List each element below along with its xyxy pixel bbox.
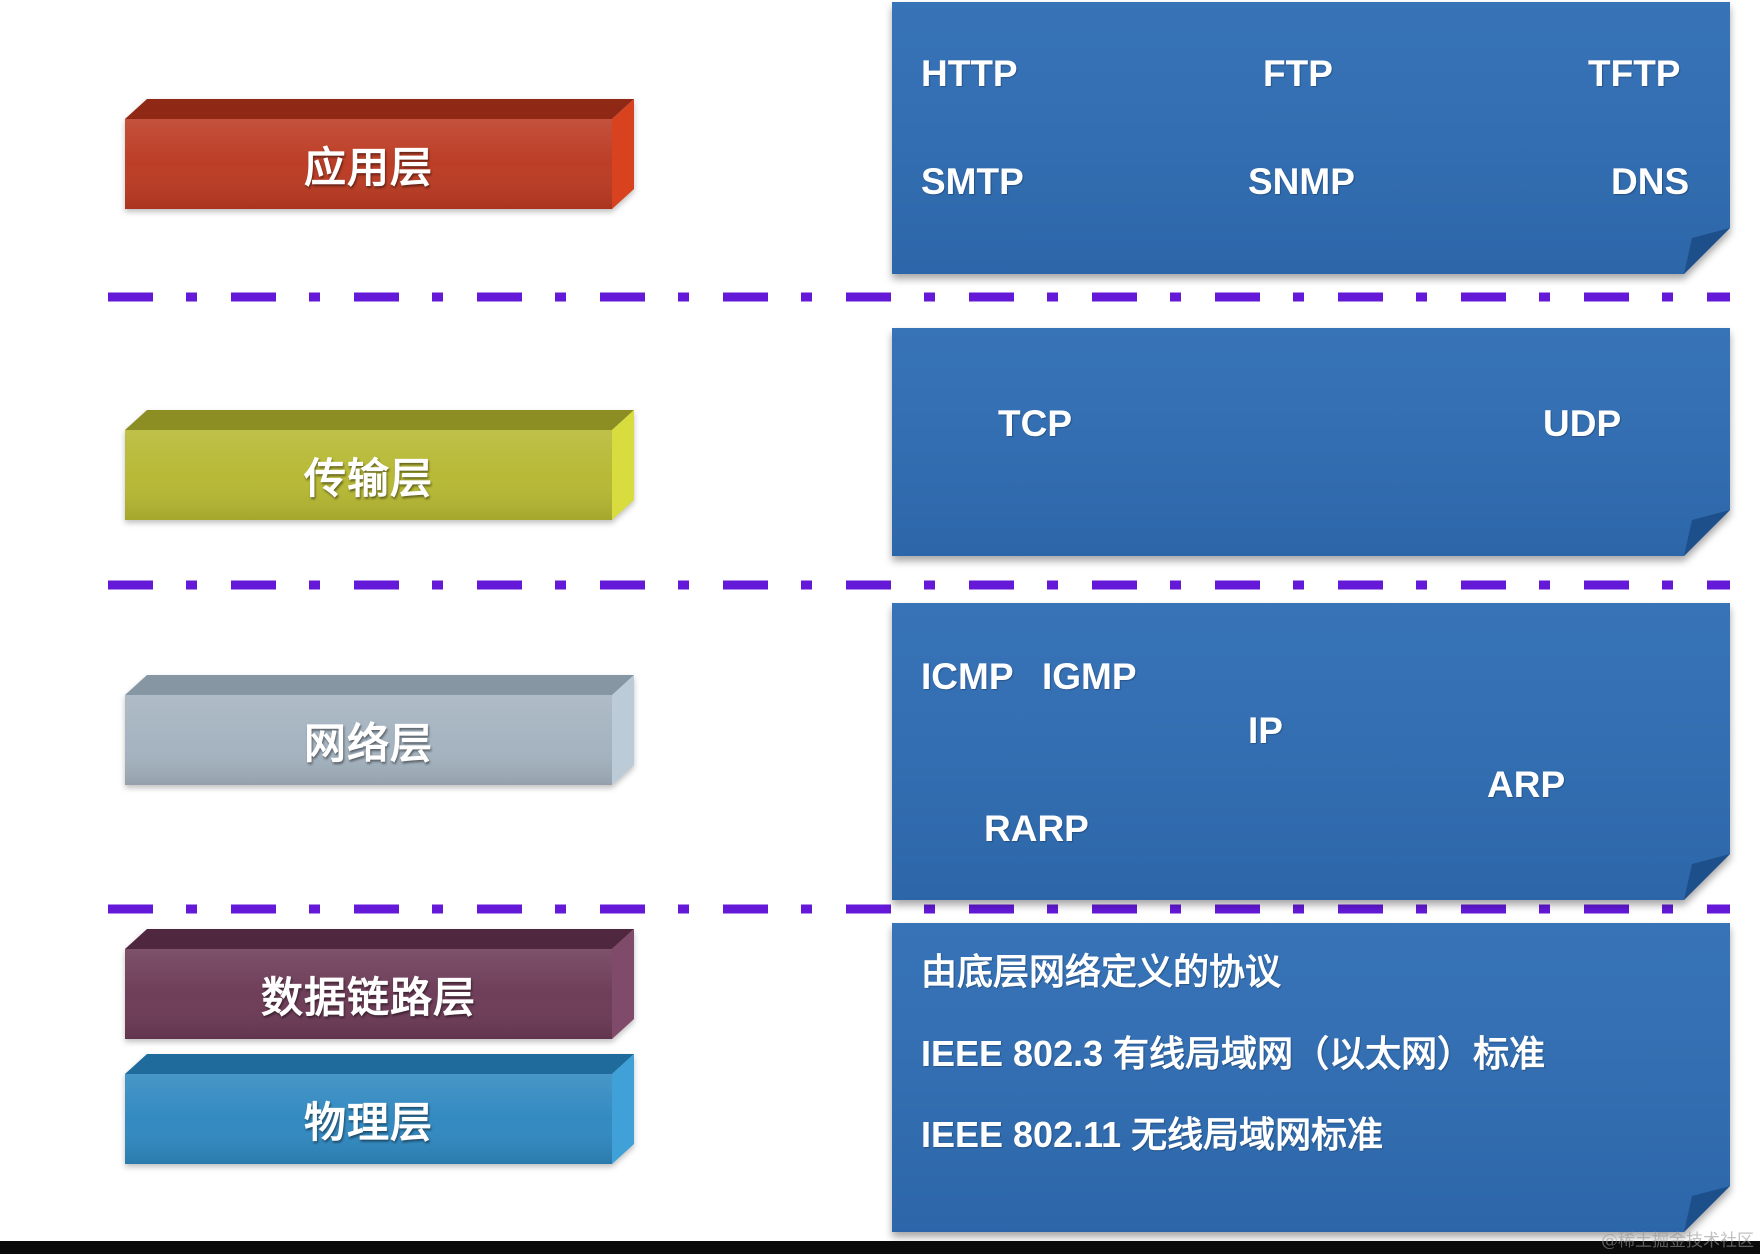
layer-label-physical: 物理层 xyxy=(303,1098,433,1146)
bottom-bar xyxy=(0,1241,1760,1254)
layer-label-transport: 传输层 xyxy=(303,454,433,502)
protocol-icmp: ICMP xyxy=(921,656,1014,697)
protocol-ftp: FTP xyxy=(1263,53,1333,94)
page-curl xyxy=(1684,854,1730,900)
block-top-face xyxy=(125,410,634,430)
protocol-dns: DNS xyxy=(1611,161,1690,202)
standard-ieee-802-11: IEEE 802.11 无线局域网标准 xyxy=(921,1114,1384,1155)
protocol-tcp: TCP xyxy=(998,403,1072,444)
protocol-tftp: TFTP xyxy=(1588,53,1681,94)
protocol-snmp: SNMP xyxy=(1248,161,1355,202)
protocol-smtp: SMTP xyxy=(921,161,1024,202)
block-side-face xyxy=(612,99,634,209)
block-top-face xyxy=(125,675,634,695)
layer-label-data-link: 数据链路层 xyxy=(260,973,476,1021)
block-side-face xyxy=(612,929,634,1039)
layer-block-data-link: 数据链路层 xyxy=(125,929,634,1039)
watermark-text: @稀土掘金技术社区 xyxy=(1601,1231,1754,1251)
layer-block-transport: 传输层 xyxy=(125,410,634,520)
block-side-face xyxy=(612,410,634,520)
panel-application-protocols: HTTP FTP TFTP SMTP SNMP DNS xyxy=(892,2,1730,274)
layer-block-physical: 物理层 xyxy=(125,1054,634,1164)
layer-label-application: 应用层 xyxy=(303,143,433,191)
block-side-face xyxy=(612,675,634,785)
protocol-arp: ARP xyxy=(1487,764,1566,805)
protocol-igmp: IGMP xyxy=(1042,656,1137,697)
block-side-face xyxy=(612,1054,634,1164)
block-top-face xyxy=(125,99,634,119)
panel-transport-protocols: TCP UDP xyxy=(892,328,1730,556)
standard-ieee-802-3: IEEE 802.3 有线局域网（以太网）标准 xyxy=(921,1033,1546,1074)
page-curl xyxy=(1684,228,1730,274)
layer-label-network: 网络层 xyxy=(303,719,433,767)
protocol-udp: UDP xyxy=(1543,403,1622,444)
layer-block-application: 应用层 xyxy=(125,99,634,209)
protocol-ip: IP xyxy=(1248,710,1283,751)
block-top-face xyxy=(125,1054,634,1074)
page-curl xyxy=(1684,1186,1730,1232)
block-top-face xyxy=(125,929,634,949)
panel-network-protocols: ICMP IGMP IP ARP RARP xyxy=(892,603,1730,900)
panel-link-physical-protocols: 由底层网络定义的协议 IEEE 802.3 有线局域网（以太网）标准 IEEE … xyxy=(892,923,1730,1232)
link-description-line: 由底层网络定义的协议 xyxy=(921,951,1282,992)
layer-block-network: 网络层 xyxy=(125,675,634,785)
protocol-rarp: RARP xyxy=(984,808,1089,849)
page-curl xyxy=(1684,510,1730,556)
protocol-http: HTTP xyxy=(921,53,1018,94)
